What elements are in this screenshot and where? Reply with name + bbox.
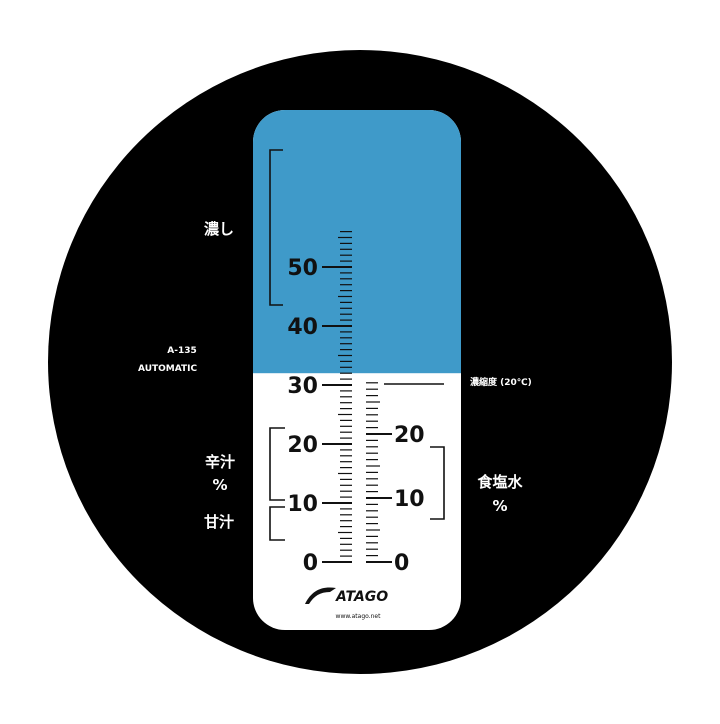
right-scale-label: 10 xyxy=(394,487,425,512)
bracket-upper-left xyxy=(269,149,283,306)
atago-logo: ATAGO www.atago.net xyxy=(305,587,388,620)
right-scale-label: 20 xyxy=(394,423,425,448)
label-temp-code: A-135 xyxy=(167,346,197,356)
label-right-group-line1: 食塩水 xyxy=(477,473,523,491)
label-reference: 濃縮度 (20℃) xyxy=(470,378,532,388)
left-scale-label: 10 xyxy=(287,492,318,517)
label-juice-line1: 辛汁 xyxy=(204,453,235,471)
label-atc: AUTOMATIC xyxy=(138,364,198,374)
label-juice-line2: % xyxy=(212,476,228,494)
bracket-sweet-left xyxy=(269,506,285,541)
left-scale-label: 0 xyxy=(303,551,318,576)
left-scale-ticks xyxy=(322,231,352,563)
label-top-group: 濃し xyxy=(204,220,235,238)
logo-url: www.atago.net xyxy=(336,613,382,620)
right-scale-label: 0 xyxy=(394,551,409,576)
right-scale-numbers: 0 10 20 xyxy=(394,423,425,576)
label-right-group-line2: % xyxy=(492,497,508,515)
left-scale-label: 20 xyxy=(287,433,318,458)
logo-swoosh-icon xyxy=(305,587,336,604)
left-scale-label: 30 xyxy=(287,374,318,399)
right-scale-ticks xyxy=(366,382,392,563)
bracket-right xyxy=(430,446,445,520)
bracket-lower-left xyxy=(269,427,285,501)
prism-window-blue xyxy=(253,110,461,374)
label-sweet: 甘汁 xyxy=(204,513,235,531)
logo-text: ATAGO xyxy=(335,589,388,605)
left-scale-numbers: 0 10 20 30 40 50 xyxy=(287,256,318,576)
left-scale-label: 50 xyxy=(287,256,318,281)
left-scale-label: 40 xyxy=(287,315,318,340)
